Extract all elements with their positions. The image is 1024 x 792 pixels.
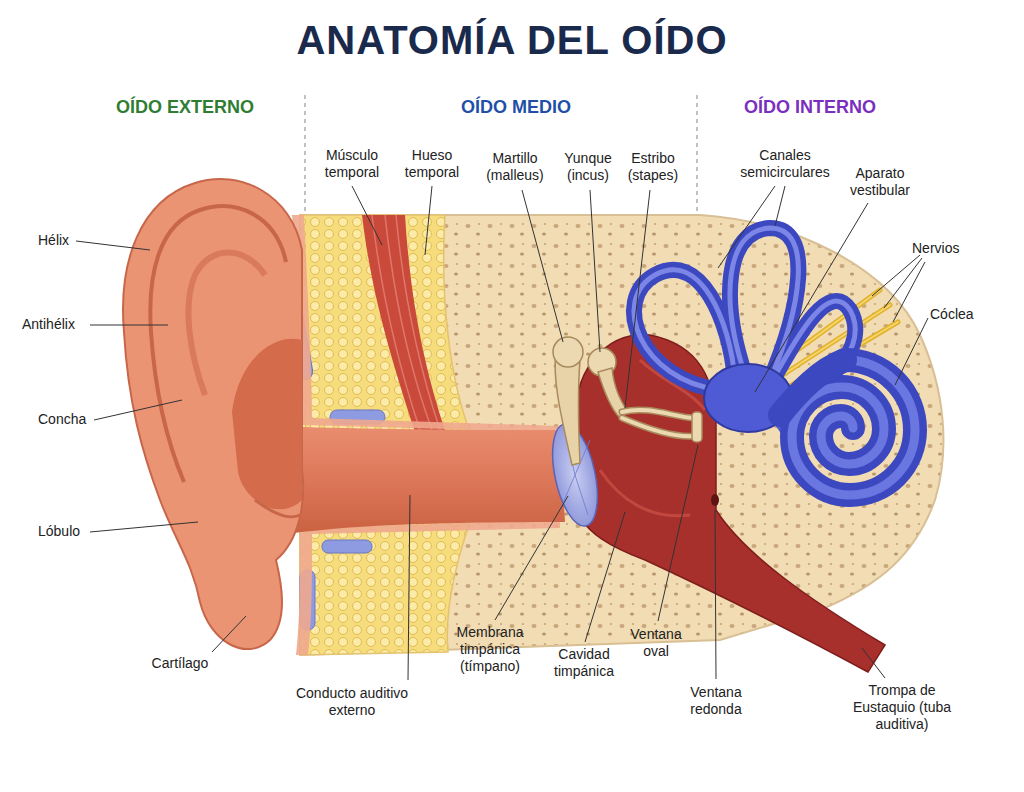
section-heading: OÍDO MEDIO — [406, 97, 626, 119]
part-label: Concha — [38, 411, 86, 428]
part-label: Aparato vestibular — [836, 165, 924, 199]
part-label: Yunque (incus) — [556, 150, 620, 184]
part-label: Estribo (stapes) — [619, 150, 687, 184]
part-label: Cóclea — [930, 306, 974, 323]
part-label: Conducto auditivo externo — [281, 685, 423, 719]
diagram-title: ANATOMÍA DEL OÍDO — [0, 18, 1024, 63]
part-label: Ventana oval — [625, 626, 687, 660]
part-label: Músculo temporal — [316, 147, 388, 181]
part-label: Membrana timpánica (tímpano) — [444, 624, 536, 674]
section-heading: OÍDO INTERNO — [700, 97, 920, 119]
part-label: Canales semicirculares — [729, 147, 841, 181]
part-label: Ventana redonda — [680, 684, 752, 718]
part-label: Lóbulo — [38, 523, 80, 540]
part-label: Hueso temporal — [396, 147, 468, 181]
part-label: Antihélix — [22, 316, 75, 333]
part-label: Hélix — [38, 232, 69, 249]
section-heading: OÍDO EXTERNO — [75, 97, 295, 119]
part-label: Cavidad timpánica — [545, 646, 623, 680]
part-label: Trompa de Eustaquio (tuba auditiva) — [850, 682, 954, 732]
part-label: Cartílago — [134, 655, 226, 672]
part-label: Martillo (malleus) — [476, 150, 554, 184]
part-label: Nervios — [912, 240, 959, 257]
